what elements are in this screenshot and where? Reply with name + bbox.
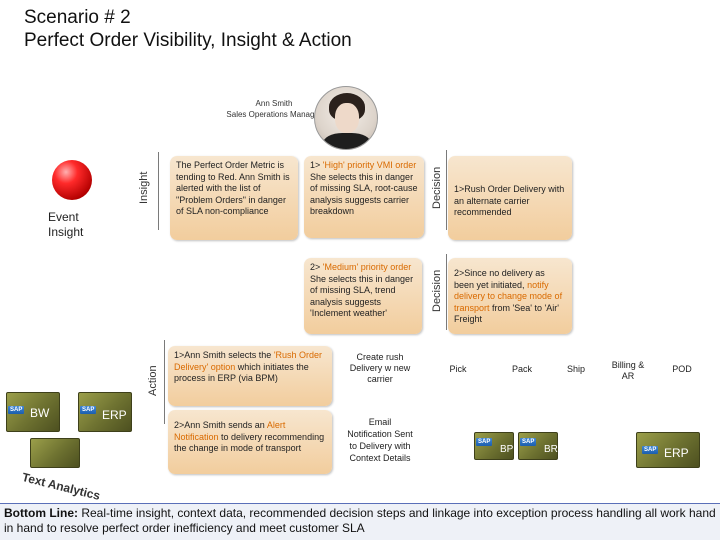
decision-2-card: 2>Since no delivery as been yet initiate…: [448, 258, 572, 334]
sap-logo-icon: SAP: [476, 438, 493, 446]
brm-box-icon: [518, 432, 558, 460]
persona-role: Sales Operations Manager: [226, 110, 322, 119]
bpm-box-icon: [474, 432, 514, 460]
slide-title: Scenario # 2 Perfect Order Visibility, I…: [24, 6, 352, 52]
lane-label-decision-1: Decision: [431, 166, 443, 210]
insight-card: The Perfect Order Metric is tending to R…: [170, 156, 298, 240]
sap-logo-icon: SAP: [520, 438, 537, 446]
persona-label: Ann Smith Sales Operations Manager: [226, 98, 322, 120]
lane-divider-insight: [158, 152, 159, 230]
lane-divider-decision-1: [446, 150, 447, 230]
sap-logo-icon: SAP: [642, 446, 659, 454]
email-notification-step: Email Notification Sent to Delivery with…: [347, 417, 413, 463]
lane-label-decision-2: Decision: [431, 269, 443, 313]
title-line-1: Scenario # 2: [24, 7, 131, 28]
lane-divider-action: [164, 340, 165, 424]
medium-priority-card: 2> 'Medium' priority order She selects t…: [304, 258, 422, 334]
sap-logo-icon: SAP: [80, 406, 97, 414]
event-insight-label: Event Insight: [48, 210, 84, 239]
process-step-billing: Billing & AR: [611, 360, 645, 381]
create-rush-delivery-step: Create rush Delivery w new carrier: [349, 352, 411, 384]
lane-label-action: Action: [147, 365, 159, 397]
bpm-label: BPM: [500, 444, 522, 455]
erp-left-label: ERP: [102, 408, 127, 422]
process-step-ship: Ship: [566, 364, 585, 374]
bw-label: BW: [30, 406, 50, 420]
alert-ball-icon: [52, 160, 92, 200]
brm-label: BRM: [544, 444, 567, 455]
text-analytics-label: Text Analytics: [20, 470, 102, 503]
lane-label-insight: Insight: [138, 171, 150, 205]
process-step-pick: Pick: [449, 364, 467, 374]
title-line-2: Perfect Order Visibility, Insight & Acti…: [24, 30, 352, 51]
erp-box-right-icon: [636, 432, 700, 468]
erp-right-label: ERP: [664, 446, 689, 460]
action-1-card: 1>Ann Smith selects the 'Rush Order Deli…: [168, 346, 332, 406]
decision-1-card: 1>Rush Order Delivery with an alternate …: [448, 156, 572, 240]
action-2-card: 2>Ann Smith sends an Alert Notification …: [168, 410, 332, 474]
lane-divider-decision-2: [446, 254, 447, 330]
sap-logo-icon: SAP: [8, 406, 25, 414]
persona-portrait-image: [314, 86, 378, 150]
process-step-pack: Pack: [511, 364, 532, 374]
persona-name: Ann Smith: [255, 99, 293, 108]
bottom-line-banner: Bottom Line: Real-time insight, context …: [0, 503, 720, 540]
high-priority-card: 1> 'High' priority VMI order She selects…: [304, 156, 424, 238]
text-analytics-box-icon: [30, 438, 80, 468]
process-step-pod: POD: [672, 364, 692, 374]
